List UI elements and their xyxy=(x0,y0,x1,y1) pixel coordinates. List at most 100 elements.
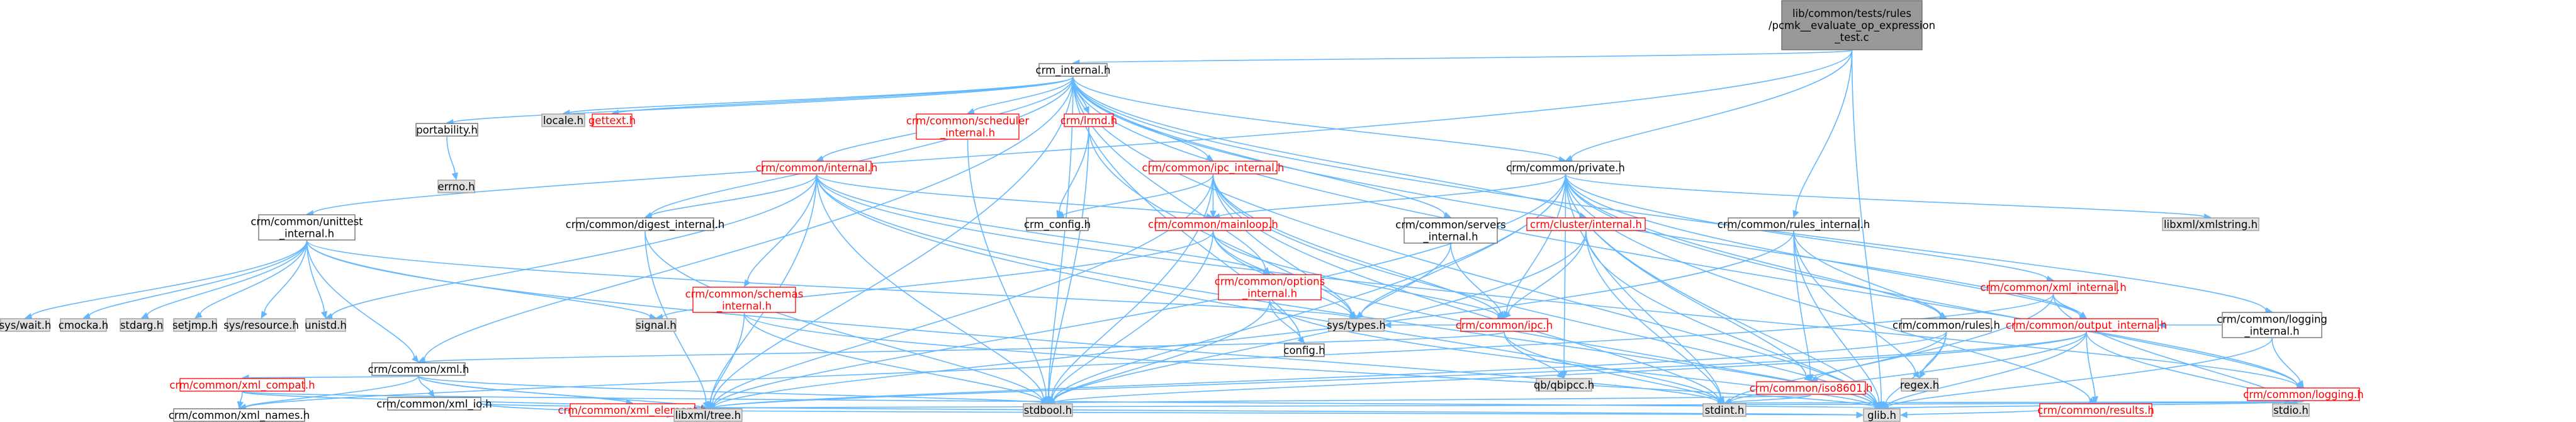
edge-portability-to-errno xyxy=(446,136,458,181)
edge-crm-private-to-qb-ipcc xyxy=(1560,174,1568,379)
node-label: stdbool.h xyxy=(1024,404,1072,416)
node-xml-internal[interactable]: crm/common/xml_internal.h xyxy=(1980,280,2127,294)
node-unittest[interactable]: crm/common/unittest_internal.h xyxy=(250,214,363,241)
node-stdio[interactable]: stdio.h xyxy=(2272,403,2310,417)
edge-root-to-crm-private xyxy=(1565,50,1853,162)
node-unistd[interactable]: unistd.h xyxy=(305,318,347,332)
edge-arrowhead xyxy=(237,401,244,409)
node-box xyxy=(60,318,107,332)
node-errno[interactable]: errno.h xyxy=(437,180,475,193)
node-ipc-internal[interactable]: crm/common/ipc_internal.h xyxy=(1142,161,1285,174)
edge-output-internal-to-glib xyxy=(1881,331,2087,409)
edge-line xyxy=(1062,174,1214,217)
edge-line xyxy=(1565,174,2048,280)
edge-schemas-internal-to-libxml-tree xyxy=(707,312,745,409)
node-digest-internal[interactable]: crm/common/digest_internal.h xyxy=(566,217,725,231)
node-label: /pcmk__evaluate_op_expression xyxy=(1769,20,1935,32)
node-signal[interactable]: signal.h xyxy=(636,318,677,332)
edge-line xyxy=(264,240,308,313)
edge-line xyxy=(30,240,308,317)
node-crm-ipc[interactable]: crm/common/ipc.h xyxy=(1456,318,1553,332)
edge-arrowhead xyxy=(1792,210,1799,219)
node-sys-wait[interactable]: sys/wait.h xyxy=(0,318,51,332)
node-results[interactable]: crm/common/results.h xyxy=(2037,403,2154,417)
node-crm-private[interactable]: crm/common/private.h xyxy=(1506,161,1625,174)
edge-line xyxy=(453,76,1074,123)
edge-crm-ipc-to-sys-types xyxy=(1383,321,1461,329)
node-crm-config[interactable]: crm_config.h xyxy=(1024,217,1091,231)
node-sys-resource[interactable]: sys/resource.h xyxy=(223,318,299,332)
node-label: signal.h xyxy=(636,319,677,331)
node-rules-internal[interactable]: crm/common/rules_internal.h xyxy=(1718,217,1870,231)
node-stdint[interactable]: stdint.h xyxy=(1702,403,1746,417)
node-box xyxy=(592,113,633,127)
node-label: gettext.h xyxy=(588,115,636,127)
node-label: _internal.h xyxy=(716,300,772,313)
node-cluster-internal[interactable]: crm/cluster/internal.h xyxy=(1526,217,1646,231)
node-locale[interactable]: locale.h xyxy=(541,113,585,127)
node-xml-compat[interactable]: crm/common/xml_compat.h xyxy=(169,378,315,392)
node-box xyxy=(2162,217,2259,231)
node-servers-internal[interactable]: crm/common/servers_internal.h xyxy=(1395,217,1506,244)
node-sys-types[interactable]: sys/types.h xyxy=(1327,318,1386,332)
node-lrmd[interactable]: crm/lrmd.h xyxy=(1060,113,1118,127)
node-scheduler-internal[interactable]: crm/common/scheduler_internal.h xyxy=(906,113,1030,140)
edge-line xyxy=(1212,174,1499,316)
node-cmocka[interactable]: cmocka.h xyxy=(59,318,108,332)
node-xml-io[interactable]: crm/common/xml_io.h xyxy=(376,397,492,411)
edge-line xyxy=(1730,401,2304,404)
node-label: crm/common/rules_internal.h xyxy=(1718,219,1870,231)
node-glib[interactable]: glib.h xyxy=(1863,408,1901,422)
edge-line xyxy=(248,375,419,379)
node-qb-ipcc[interactable]: qb/qbipcc.h xyxy=(1534,378,1594,392)
edge-line xyxy=(1565,174,1722,398)
edge-line xyxy=(1450,243,1501,314)
node-crm-internal[interactable]: crm_internal.h xyxy=(1036,63,1111,77)
node-iso8601[interactable]: crm/common/iso8601.h xyxy=(1750,381,1873,395)
node-schemas-internal[interactable]: crm/common/schemas_internal.h xyxy=(685,287,804,313)
edge-unittest-to-setjmp xyxy=(194,240,308,319)
edge-unittest-to-sys-wait xyxy=(24,240,308,320)
edge-line xyxy=(245,294,2054,409)
node-box xyxy=(1218,274,1322,300)
node-label: crm/common/ipc.h xyxy=(1456,319,1553,331)
node-output-internal[interactable]: crm/common/output_internal.h xyxy=(2006,318,2167,332)
node-xml-element[interactable]: crm/common/xml_element.h xyxy=(558,403,707,417)
node-label: crm/common/xml_compat.h xyxy=(169,379,315,392)
node-common-internal[interactable]: crm/common/internal.h xyxy=(756,161,878,174)
node-stdarg[interactable]: stdarg.h xyxy=(120,318,164,332)
edge-arrowhead xyxy=(2297,380,2304,389)
edge-output-internal-to-results xyxy=(2086,331,2098,404)
node-xml-h[interactable]: crm/common/xml.h xyxy=(368,362,470,376)
node-xml-names[interactable]: crm/common/xml_names.h xyxy=(169,408,310,422)
node-portability[interactable]: portability.h xyxy=(415,123,478,137)
node-gettext[interactable]: gettext.h xyxy=(588,113,636,127)
edge-line xyxy=(446,136,456,174)
node-root[interactable]: lib/common/tests/rules/pcmk__evaluate_op… xyxy=(1769,0,1935,50)
edge-arrowhead xyxy=(1356,311,1364,319)
edge-arrowhead xyxy=(1349,312,1358,319)
edge-cluster-internal-to-stdint xyxy=(1585,231,1725,404)
node-logging[interactable]: crm/common/logging.h xyxy=(2243,387,2364,401)
edge-line xyxy=(1793,231,1880,403)
edge-line xyxy=(1563,174,1566,372)
node-rules[interactable]: crm/common/rules.h xyxy=(1893,318,2000,332)
node-libxml-tree[interactable]: libxml/tree.h xyxy=(673,408,743,422)
edge-line xyxy=(1906,409,2040,416)
node-config[interactable]: config.h xyxy=(1283,343,1325,357)
edge-arrowhead xyxy=(2091,396,2098,404)
node-label: crm/common/xml_names.h xyxy=(169,409,310,422)
node-stdbool[interactable]: stdbool.h xyxy=(1023,403,1073,417)
node-libxml-xmlstring[interactable]: libxml/xmlstring.h xyxy=(2162,217,2259,231)
node-box xyxy=(2272,403,2310,417)
node-mainloop[interactable]: crm/common/mainloop.h xyxy=(1148,217,1278,231)
node-box xyxy=(2247,387,2360,401)
edge-crm-private-to-sys-types xyxy=(1355,174,1566,319)
node-setjmp[interactable]: setjmp.h xyxy=(172,318,218,332)
node-box xyxy=(1756,381,1866,395)
node-logging-internal[interactable]: crm/common/logging_internal.h xyxy=(2217,312,2327,338)
edge-unittest-to-cmocka xyxy=(82,240,308,319)
node-options-internal[interactable]: crm/common/options_internal.h xyxy=(1215,274,1325,300)
edge-line xyxy=(1072,76,1446,215)
node-regex[interactable]: regex.h xyxy=(1900,378,1939,392)
